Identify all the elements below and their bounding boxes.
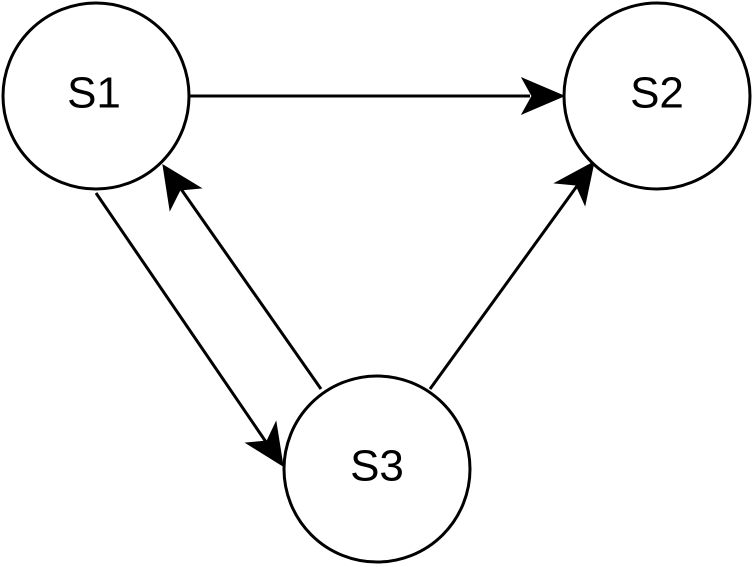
arrowhead-s2 <box>520 76 566 116</box>
arrowhead-s3 <box>244 420 284 468</box>
node-s2: S2 <box>562 1 752 191</box>
node-s1-label: S1 <box>67 69 121 118</box>
edge-s1-to-s3 <box>94 192 284 468</box>
edge-s1-to-s2 <box>190 76 566 116</box>
node-s3-label: S3 <box>350 442 404 491</box>
node-s2-label: S2 <box>630 69 684 118</box>
node-s3: S3 <box>282 374 472 564</box>
edges <box>94 76 595 468</box>
node-s1: S1 <box>1 1 191 191</box>
arrowhead-s1 <box>162 164 203 212</box>
edge-s3-to-s1 <box>162 164 323 390</box>
arrowhead-s2-from-s3 <box>553 161 595 207</box>
edge-s3-to-s2 <box>428 161 595 390</box>
